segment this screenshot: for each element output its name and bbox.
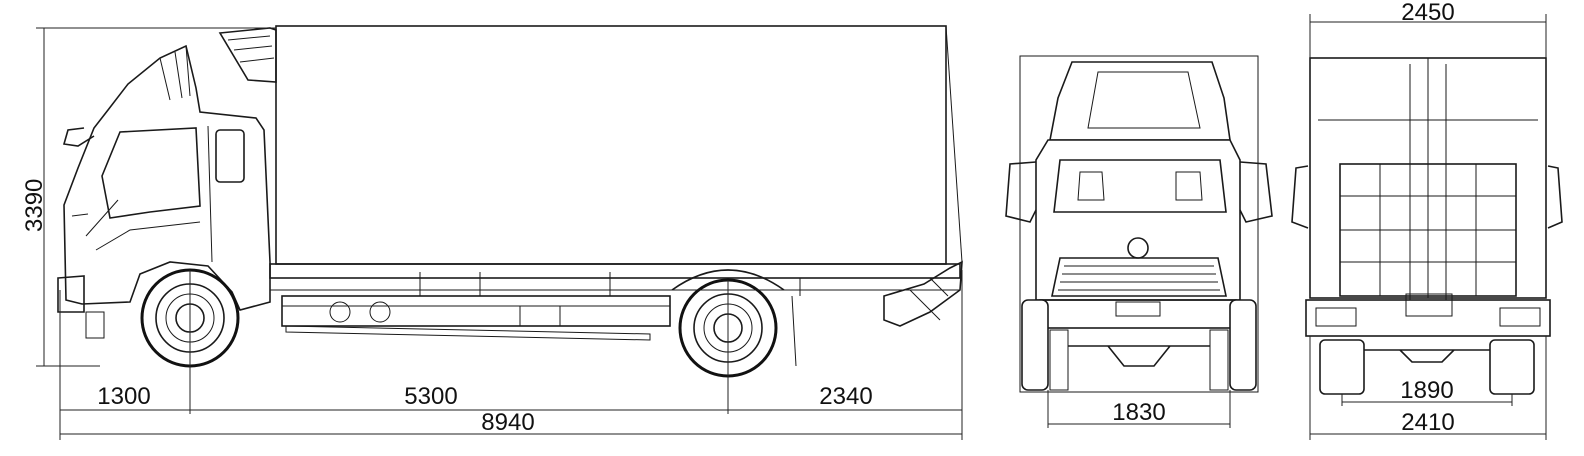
windshield (1053, 159, 1227, 213)
front-cab (1035, 139, 1241, 301)
side-view (57, 25, 963, 378)
tail-lift (883, 260, 963, 327)
front-dimensions: 1830 (1047, 390, 1231, 428)
rear-width-label: 2410 (1401, 409, 1454, 436)
cab-window (101, 127, 201, 219)
front-track-label: 1830 (1112, 399, 1165, 426)
roof-deflector (218, 27, 277, 83)
overall-length-label: 8940 (481, 409, 534, 436)
rear-view (1291, 57, 1563, 395)
cab (63, 44, 271, 311)
front-bumper-front-view (1039, 299, 1237, 329)
rear-track-label: 1890 (1400, 377, 1453, 404)
chassis-frame (269, 263, 961, 341)
rear-cab-window (215, 129, 245, 183)
overall-height-label: 3390 (21, 179, 48, 232)
cargo-box (275, 25, 947, 265)
rear-tail-lift (1339, 163, 1517, 297)
rear-bumper (1305, 299, 1551, 337)
rear-dimensions: 2450 1890 2410 (1309, 0, 1547, 440)
overall-width-label: 2450 (1401, 0, 1454, 26)
front-grille (1051, 257, 1227, 297)
rear-overhang-label: 2340 (819, 383, 872, 410)
side-dimensions: 3390 1300 5300 2340 8940 (21, 27, 963, 440)
front-overhang-label: 1300 (97, 383, 150, 410)
side-mirror (62, 127, 95, 147)
front-view (1005, 55, 1273, 393)
wheelbase-label: 5300 (404, 383, 457, 410)
front-bumper (57, 275, 85, 313)
